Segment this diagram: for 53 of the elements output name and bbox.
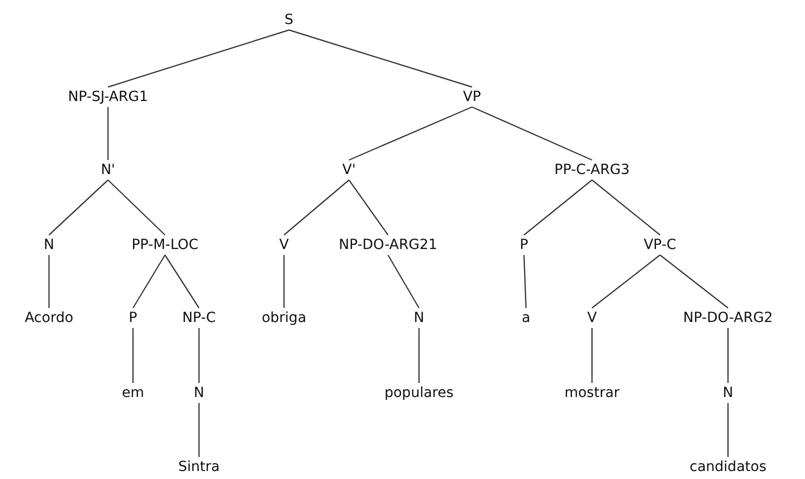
- tree-branch: [288, 29, 472, 88]
- tree-branch: [108, 180, 166, 236]
- tree-label: N: [192, 383, 206, 403]
- tree-branch: [198, 328, 200, 383]
- tree-branch: [164, 254, 200, 308]
- tree-label: N: [412, 308, 426, 328]
- tree-label: N: [42, 235, 56, 255]
- tree-label: VP-C: [642, 235, 678, 255]
- tree-branch: [348, 180, 388, 236]
- tree-branch: [523, 254, 527, 308]
- tree-label: populares: [382, 383, 456, 403]
- tree-label: S: [282, 10, 296, 30]
- tree-label: N': [98, 160, 118, 180]
- tree-branch: [284, 180, 350, 236]
- tree-branch: [132, 254, 166, 308]
- tree-branch: [592, 180, 660, 236]
- tree-branch: [472, 106, 592, 161]
- tree-label: PP-M-LOC: [130, 235, 200, 255]
- tree-branch: [660, 254, 728, 308]
- tree-branch: [418, 328, 420, 383]
- tree-branch: [198, 403, 200, 457]
- tree-branch: [727, 403, 729, 457]
- tree-label: NP-DO-ARG2: [681, 308, 775, 328]
- tree-branch: [348, 106, 472, 161]
- tree-label: P: [126, 308, 140, 328]
- tree-label: VP: [460, 87, 484, 107]
- tree-label: NP-SJ-ARG1: [66, 87, 150, 107]
- tree-label: V: [277, 235, 291, 255]
- tree-label: NP-C: [180, 308, 218, 328]
- tree-branch: [524, 180, 592, 236]
- tree-branch: [48, 180, 108, 236]
- tree-label: V': [340, 160, 358, 180]
- tree-label: N: [720, 383, 736, 403]
- tree-label: Sintra: [176, 457, 222, 477]
- tree-branch: [592, 254, 660, 308]
- tree-label: P: [518, 235, 530, 255]
- tree-label: mostrar: [562, 383, 622, 403]
- tree-branch: [107, 107, 109, 160]
- tree-branch: [108, 29, 290, 88]
- tree-label: em: [120, 383, 146, 403]
- tree-label: NP-DO-ARG21: [336, 235, 440, 255]
- tree-label: a: [520, 308, 532, 328]
- tree-branch: [48, 255, 50, 308]
- tree-label: PP-C-ARG3: [552, 160, 632, 180]
- tree-branch: [132, 328, 134, 383]
- tree-branch: [283, 255, 285, 308]
- tree-branch: [591, 328, 593, 383]
- tree-label: Acordo: [22, 308, 76, 328]
- tree-label: candidatos: [688, 457, 768, 477]
- tree-label: obriga: [260, 308, 308, 328]
- tree-branch: [727, 328, 729, 383]
- tree-branch: [387, 254, 420, 308]
- tree-label: V: [585, 308, 599, 328]
